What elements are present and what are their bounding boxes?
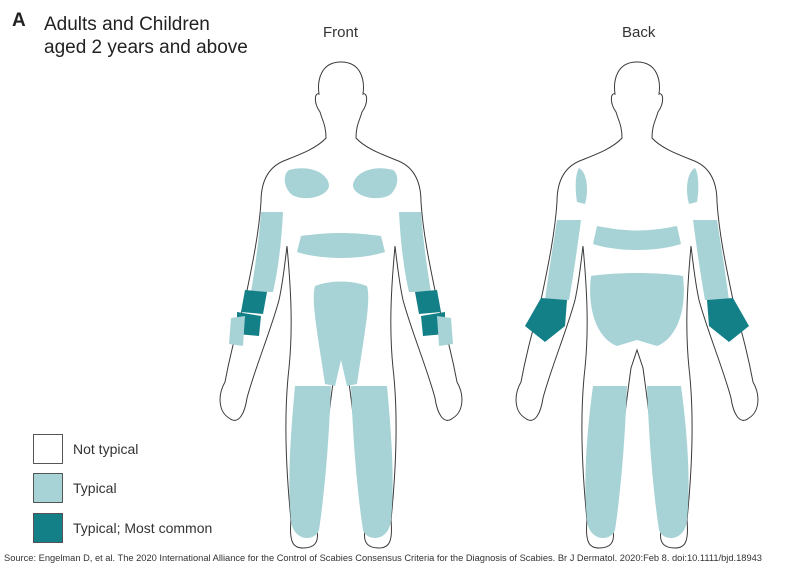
front-waist-band [297,233,385,258]
legend-label: Typical [73,480,117,496]
legend-label: Typical; Most common [73,520,212,536]
back-figure [516,62,758,548]
front-left-lower-leg [289,386,331,538]
front-right-hand [437,316,453,346]
back-left-lower-leg [585,386,627,538]
legend-item-not-typical: Not typical [33,433,138,465]
front-figure [220,62,462,548]
legend-swatch-typical [33,473,63,503]
legend-swatch-most-common [33,513,63,543]
legend-item-typical: Typical [33,472,117,504]
front-right-lower-leg [351,386,393,538]
legend-item-most-common: Typical; Most common [33,512,212,544]
back-buttocks-area [590,273,684,346]
front-left-wrist [241,290,267,314]
source-citation: Source: Engelman D, et al. The 2020 Inte… [4,553,762,563]
legend-swatch-not-typical [33,434,63,464]
legend-label: Not typical [73,441,138,457]
front-right-wrist [415,290,441,314]
front-left-hand [229,316,245,346]
back-right-lower-leg [647,386,689,538]
